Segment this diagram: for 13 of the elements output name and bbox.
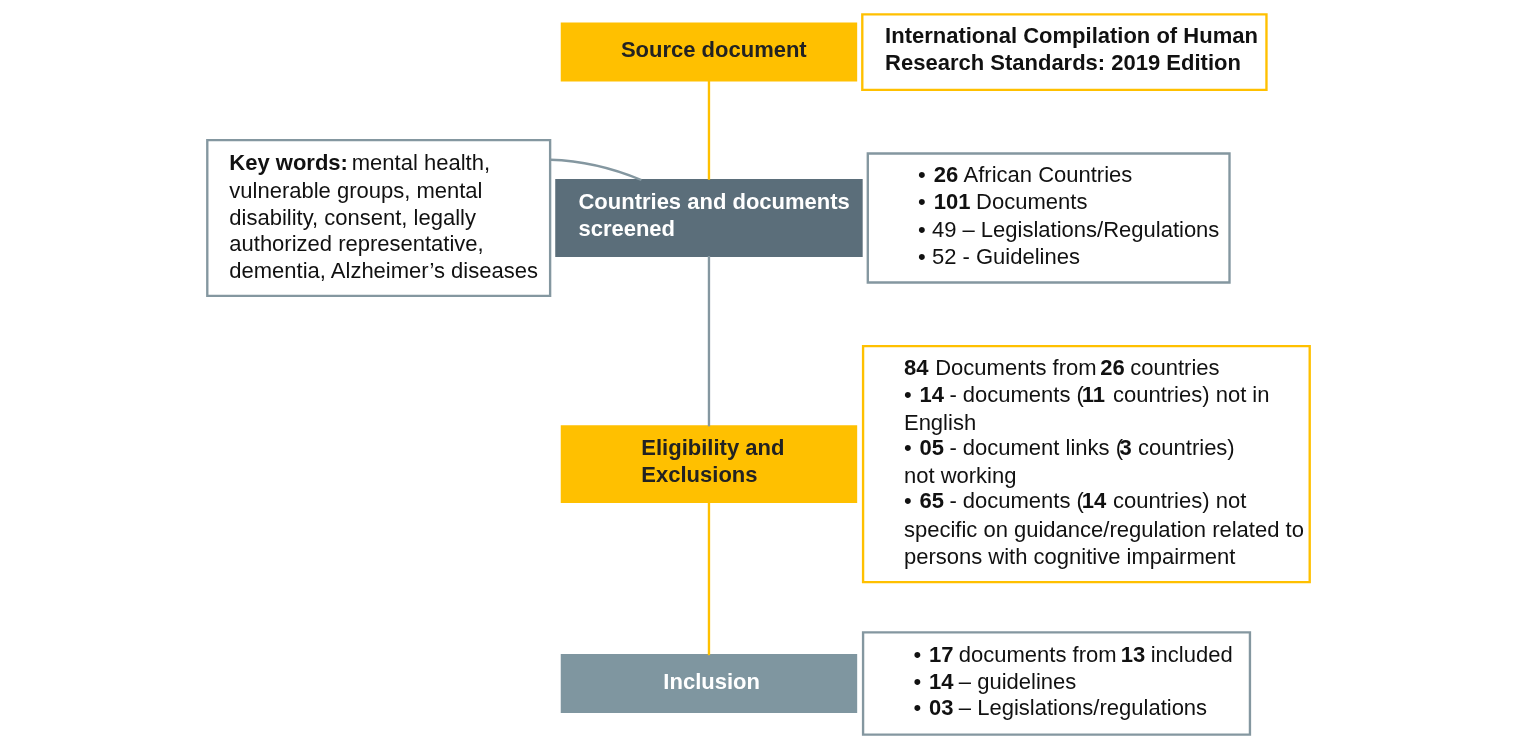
- connector: [707, 80, 710, 180]
- node-box: 84 Documents from 26 countries • 14 - documents (11 countries) not in English • 05 - document links (3 countries) not working • 65 - documents (14 countries) not specific on guidance/regulation related to persons with cognitive impairment: [861, 345, 1311, 584]
- node-box: Key words: mental health, vulnerable groups, mental disability, consent, legally authorized representative, dementia, Alzheimer’s diseases: [205, 139, 551, 298]
- node-box: Inclusion: [560, 654, 857, 713]
- connector: [549, 158, 642, 182]
- connector: [707, 255, 710, 427]
- node-box: International Compilation of Human Research Standards: 2019 Edition: [860, 13, 1268, 92]
- node-box: Countries and documents screened: [554, 179, 863, 257]
- node-box: Source document: [560, 22, 857, 82]
- node-box: • 17 documents from 13 included • 14 – guidelines • 03 – Legislations/regulations: [861, 631, 1251, 736]
- node-box: Eligibility and Exclusions: [560, 425, 857, 504]
- node-box: • 26 African Countries • 101 Documents • 49 – Legislations/Regulations • 52 - Guidelines: [866, 152, 1231, 284]
- connector: [707, 501, 710, 656]
